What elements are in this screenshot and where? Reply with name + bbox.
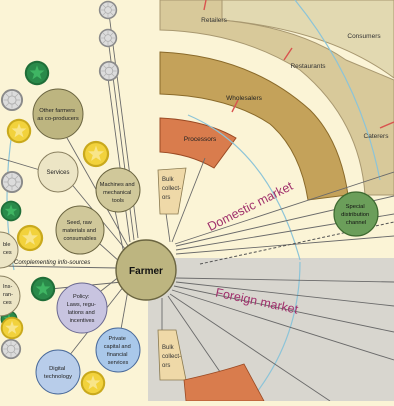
- yellow-badge-icon: [80, 370, 106, 396]
- node-line: ces: [3, 300, 12, 306]
- capital-node: Private capital and financial services: [95, 327, 141, 373]
- node-line: capital and: [104, 344, 131, 350]
- red-ticks: [203, 0, 394, 129]
- yellow-badge-icon: [0, 316, 24, 340]
- green-badge-icon: [30, 276, 56, 302]
- node-line: Other farmers: [39, 108, 75, 114]
- bulk-line: ors: [162, 363, 170, 369]
- blue-arc-outer: [294, 0, 381, 181]
- node-line: financial: [107, 352, 128, 358]
- svg-text:ble ces: ble ces: [3, 242, 12, 256]
- digital-technology-node: Digital technology: [35, 349, 81, 395]
- node-line: Policy:: [73, 294, 90, 300]
- special-line: distribution: [341, 212, 369, 218]
- svg-text:Private capital and: Private capital and financial services: [104, 336, 133, 366]
- gear-icon: [98, 28, 118, 48]
- other-farmers-node: Other farmers as co-producers: [32, 88, 84, 140]
- svg-text:Machines and mechanical: Machines and mechanical tools: [100, 182, 136, 204]
- retailers-band: [159, 0, 394, 196]
- special-line: Special: [346, 204, 365, 210]
- svg-text:Policy: Laws, regu-: Policy: Laws, regu- lations and incentiv…: [67, 294, 98, 324]
- svg-text:Special distribution: Special distribution channel: [341, 204, 371, 226]
- node-line: Ins-: [3, 284, 12, 290]
- consumers-label: Consumers: [347, 33, 381, 40]
- blue-arc-foreign: [249, 261, 301, 402]
- node-line: mechanical: [103, 190, 131, 196]
- svg-text:Bulk collect- ors: Bulk collect- ors: [162, 345, 183, 369]
- machines-node: Machines and mechanical tools: [95, 167, 141, 213]
- node-line: as co-producers: [37, 116, 79, 122]
- green-badge-icon: [0, 200, 22, 222]
- svg-text:Bulk collect- ors: Bulk collect- ors: [162, 177, 183, 201]
- green-badge-icon: [24, 60, 50, 86]
- complementing-info-label: Complementing info-sources: [14, 260, 90, 266]
- processors-label: Processors: [184, 136, 217, 143]
- yellow-badge-icon: [6, 118, 32, 144]
- farmer-node: Farmer: [115, 239, 177, 301]
- edge-node-bottom: Ins- ran- ces: [0, 275, 21, 317]
- edge-node-top: ble ces: [0, 231, 19, 269]
- node-line: consumables: [64, 236, 97, 242]
- seed-node: Seed, raw materials and consumables: [55, 205, 105, 255]
- node-line: Private: [109, 336, 126, 342]
- node-line: materials and: [62, 228, 96, 234]
- policy-node: Policy: Laws, regu- lations and incentiv…: [56, 282, 108, 334]
- gear-icon: [0, 88, 24, 112]
- yellow-badge-icon: [16, 224, 44, 252]
- special-line: channel: [346, 220, 366, 226]
- farmer-label: Farmer: [129, 266, 163, 277]
- foreign-market-sector: [148, 258, 394, 401]
- blue-arc-domestic: [187, 114, 301, 261]
- wholesalers-label: Wholesalers: [226, 95, 263, 102]
- node-line: lations and: [68, 310, 95, 316]
- yellow-badge-icon: [82, 140, 110, 168]
- bulk-line: Bulk: [162, 345, 175, 351]
- node-line: Seed, raw: [67, 220, 93, 226]
- special-distribution-channel: Special distribution channel: [333, 191, 379, 237]
- svg-text:Digital technology: Digital technology: [44, 366, 72, 380]
- bulk-line: collect-: [162, 186, 181, 192]
- node-line: Laws, regu-: [67, 302, 96, 308]
- gear-icon: [98, 60, 120, 82]
- svg-text:Ins- ran- ces: Ins- ran- ces: [3, 284, 15, 306]
- node-line: ces: [3, 250, 12, 256]
- node-line: tools: [112, 198, 124, 204]
- services-label: Services: [46, 170, 69, 176]
- node-line: incentives: [70, 318, 95, 324]
- bulk-line: ors: [162, 195, 170, 201]
- node-line: Machines and: [100, 182, 135, 188]
- node-line: services: [108, 360, 129, 366]
- bulk-line: Bulk: [162, 177, 175, 183]
- gear-icon: [0, 170, 24, 194]
- bulk-collectors-domestic: Bulk collect- ors: [157, 167, 187, 215]
- restaurants-label: Restaurants: [290, 63, 326, 70]
- node-line: technology: [44, 374, 72, 380]
- node-line: ran-: [3, 292, 13, 298]
- node-line: ble: [3, 242, 10, 248]
- svg-text:Seed, raw materials and: Seed, raw materials and consumables: [62, 220, 97, 242]
- services-node: Services: [37, 151, 79, 193]
- retailers-label: Retailers: [201, 17, 227, 24]
- gear-icon: [0, 338, 22, 360]
- gear-icon: [98, 0, 118, 20]
- bulk-line: collect-: [162, 354, 181, 360]
- caterers-label: Caterers: [364, 133, 390, 140]
- node-line: Digital: [49, 366, 65, 372]
- foreign-processor-band: [183, 363, 265, 402]
- svg-text:Other farmers as co-prod: Other farmers as co-producers: [37, 108, 79, 122]
